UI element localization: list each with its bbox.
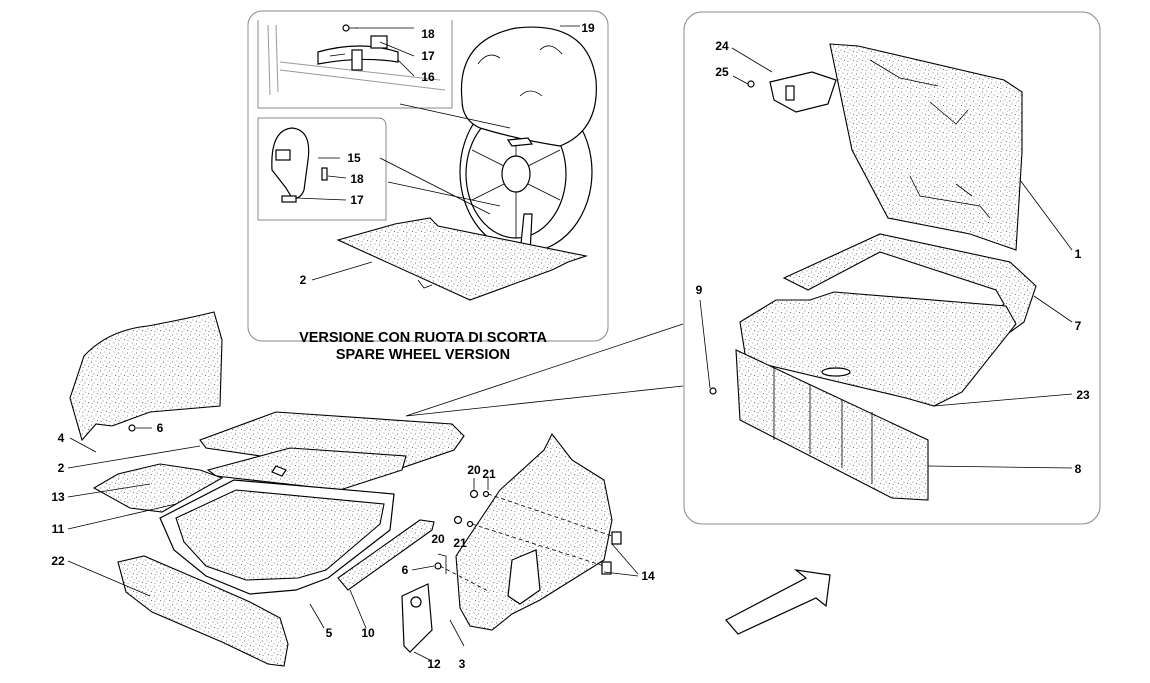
label-24: 24 [715, 39, 729, 53]
label-17-top: 17 [421, 49, 435, 63]
wheel-strap-clip [506, 137, 534, 147]
label-21-upper: 21 [482, 467, 496, 481]
clip-14-upper [611, 531, 622, 545]
side-felt-13 [92, 463, 224, 513]
label-18-top: 18 [421, 27, 435, 41]
lid-lining-detail [869, 59, 991, 219]
main-assembly [67, 311, 639, 667]
label-25: 25 [715, 65, 729, 79]
body-panel-lines [267, 24, 446, 96]
label-15: 15 [347, 151, 361, 165]
label-20-upper: 20 [467, 463, 481, 477]
label-8: 8 [1075, 462, 1082, 476]
screw-20-lower [453, 515, 463, 525]
tray-handle [821, 367, 851, 377]
tub-liner [175, 489, 385, 581]
strap-variant-frame [257, 117, 387, 221]
label-18-mid: 18 [350, 172, 364, 186]
sill-trim-22 [117, 555, 289, 667]
floor-carpet-2-inset [336, 217, 589, 301]
lining-cutout [507, 549, 541, 605]
label-21-lower: 21 [453, 536, 467, 550]
cover-knob [410, 596, 422, 608]
label-12: 12 [427, 657, 441, 671]
bracket-17-variant [281, 195, 297, 203]
washer-21-upper [482, 490, 490, 498]
label-19: 19 [581, 21, 595, 35]
side-lining-3 [455, 432, 613, 631]
label-22: 22 [51, 554, 65, 568]
label-5: 5 [326, 626, 333, 640]
caption-line-2: SPARE WHEEL VERSION [336, 347, 510, 363]
callout-labels: 18 17 16 19 15 18 17 2 24 25 1 7 9 23 8 … [51, 21, 1090, 671]
carpet-clip-upper [271, 465, 287, 477]
screw-9 [709, 387, 717, 395]
screw-18-variant [321, 167, 328, 181]
label-2-inset: 2 [300, 273, 307, 287]
clip-14-lower [601, 561, 612, 575]
label-2-main: 2 [58, 461, 65, 475]
lid-lining-1 [829, 43, 1023, 251]
label-1: 1 [1075, 247, 1082, 261]
detail-frame [683, 11, 1101, 525]
screw-25 [747, 80, 755, 88]
label-16: 16 [421, 70, 435, 84]
caption-line-1: VERSIONE CON RUOTA DI SCORTA [299, 330, 547, 346]
label-23: 23 [1076, 388, 1090, 402]
label-3: 3 [459, 657, 466, 671]
label-13: 13 [51, 490, 65, 504]
label-14: 14 [641, 569, 655, 583]
label-10: 10 [361, 626, 375, 640]
strap-15 [271, 127, 310, 199]
inset-connector [405, 323, 684, 417]
compartment-tray-23 [739, 291, 1017, 407]
tyre-cover [460, 26, 597, 147]
label-6-right: 6 [402, 563, 409, 577]
inset-frame [247, 10, 609, 342]
screw-20-upper [469, 489, 479, 499]
access-cover-12 [401, 583, 433, 653]
label-11: 11 [52, 522, 65, 536]
strap-detail-frame [257, 20, 453, 109]
bracket-24 [769, 71, 837, 113]
bracket-24-slot [785, 85, 795, 101]
label-9: 9 [696, 283, 703, 297]
rear-compartment-inset [683, 11, 1101, 525]
back-panel-8 [735, 349, 929, 501]
wheel-arch-lining-4 [69, 311, 223, 442]
label-6-left: 6 [157, 421, 164, 435]
strap-16 [317, 45, 399, 71]
washer-21-lower [466, 520, 474, 528]
front-direction-arrow-icon [725, 569, 831, 635]
screw-6-right [434, 562, 442, 570]
spare-wheel-inset: VERSIONE CON RUOTA DI SCORTA SPARE WHEEL… [247, 10, 609, 363]
panel-ribs [773, 368, 873, 484]
label-7: 7 [1075, 319, 1082, 333]
trim-strip-10 [337, 519, 435, 591]
label-17-mid: 17 [350, 193, 364, 207]
bracket-17 [370, 35, 388, 49]
carpet-tab [417, 279, 433, 289]
label-20-lower: 20 [431, 532, 445, 546]
label-4: 4 [58, 431, 65, 445]
screw-6-left [128, 424, 136, 432]
